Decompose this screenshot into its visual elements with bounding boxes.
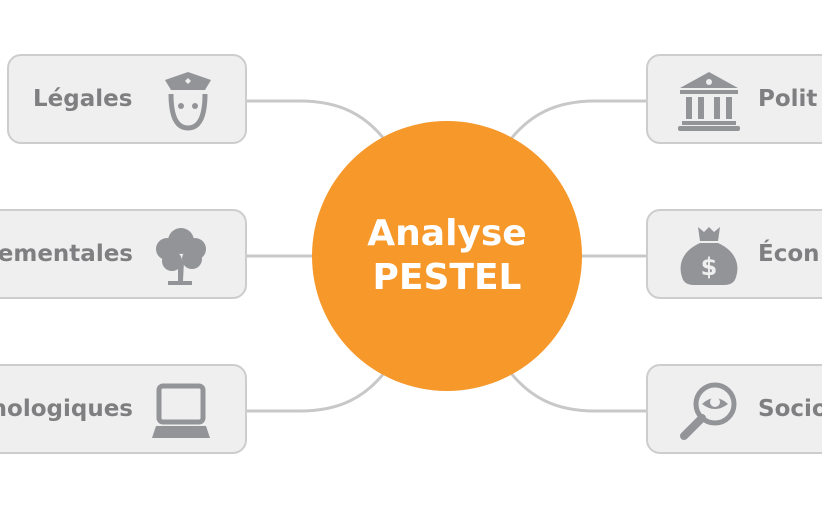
node-label: Polit	[758, 86, 818, 112]
money-bag-icon: $	[680, 227, 738, 285]
node-label: ementales	[0, 241, 133, 267]
node-label: nologiques	[0, 396, 133, 422]
hub-title-line1: Analyse	[367, 213, 527, 254]
tree-icon	[156, 228, 206, 285]
laptop-icon	[152, 383, 210, 438]
node-politiques[interactable]: Polit	[646, 54, 822, 144]
connector-legales	[246, 99, 387, 141]
node-label: Socio	[758, 396, 822, 422]
connector-socioculturelles	[508, 371, 647, 413]
node-label: Écon	[758, 241, 820, 267]
hub-analyse-pestel: Analyse PESTEL	[312, 121, 582, 391]
hub-title-line2: PESTEL	[372, 257, 522, 298]
node-economiques[interactable]: $ Écon	[646, 209, 822, 299]
connector-politiques	[508, 99, 647, 141]
node-legales[interactable]: Légales	[7, 54, 247, 144]
node-technologiques[interactable]: nologiques	[0, 364, 247, 454]
node-label: Légales	[33, 86, 133, 112]
government-building-icon	[678, 72, 740, 131]
node-environnementales[interactable]: ementales	[0, 209, 247, 299]
police-officer-icon	[165, 72, 211, 131]
magnifier-eye-icon	[680, 382, 737, 440]
svg-text:$: $	[701, 253, 718, 281]
connector-technologiques	[246, 371, 387, 413]
node-socioculturelles[interactable]: Socio	[646, 364, 822, 454]
